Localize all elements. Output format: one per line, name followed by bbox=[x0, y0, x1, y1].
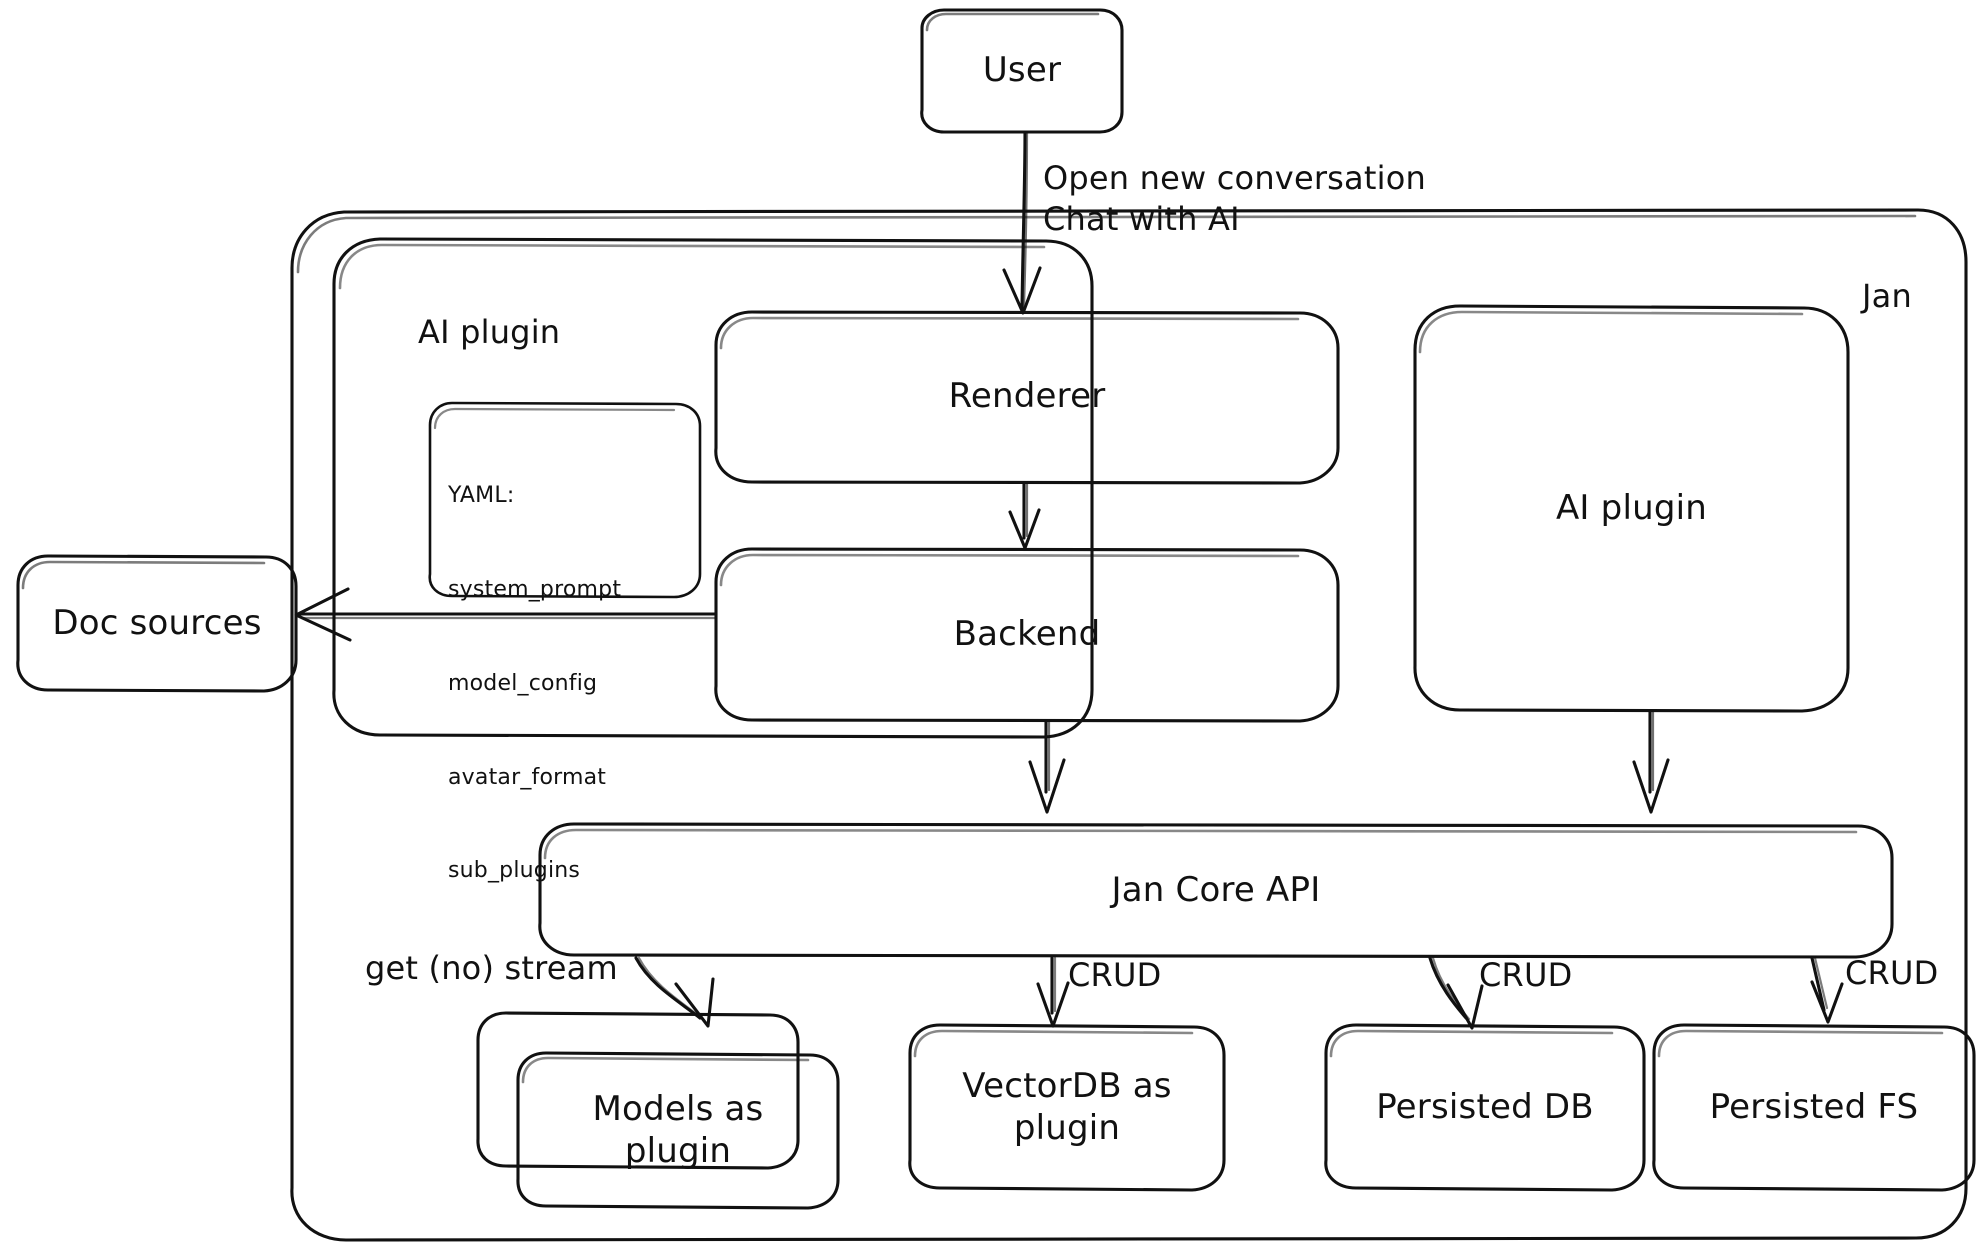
node-models-plugin-outline bbox=[476, 1011, 840, 1210]
edge-ai-plugin-to-core-api bbox=[1632, 710, 1670, 814]
edge-core-api-to-persisted-db bbox=[1428, 956, 1484, 1030]
node-renderer-outline bbox=[714, 310, 1340, 485]
edge-renderer-to-backend bbox=[1008, 482, 1041, 550]
edge-core-api-to-persisted-fs bbox=[1810, 956, 1844, 1024]
node-backend-outline bbox=[714, 547, 1340, 723]
edge-backend-to-core-api bbox=[1028, 720, 1066, 814]
node-persisted-fs-outline bbox=[1652, 1023, 1976, 1192]
node-persisted-db-outline bbox=[1324, 1023, 1646, 1192]
node-ai-plugin-outline bbox=[1413, 304, 1850, 713]
node-user-outline bbox=[920, 8, 1124, 134]
container-jan-outline bbox=[290, 208, 1968, 1242]
edge-user-to-renderer bbox=[1002, 131, 1042, 315]
node-jan-core-api-outline bbox=[538, 822, 1894, 959]
edge-backend-to-doc-sources bbox=[294, 587, 718, 642]
node-doc-sources-outline bbox=[16, 554, 298, 693]
container-ai-plugin-outline bbox=[332, 237, 1094, 739]
edge-core-api-to-vectordb bbox=[1036, 956, 1070, 1028]
note-yaml-outline bbox=[428, 401, 702, 599]
node-vectordb-plugin-outline bbox=[908, 1023, 1226, 1192]
